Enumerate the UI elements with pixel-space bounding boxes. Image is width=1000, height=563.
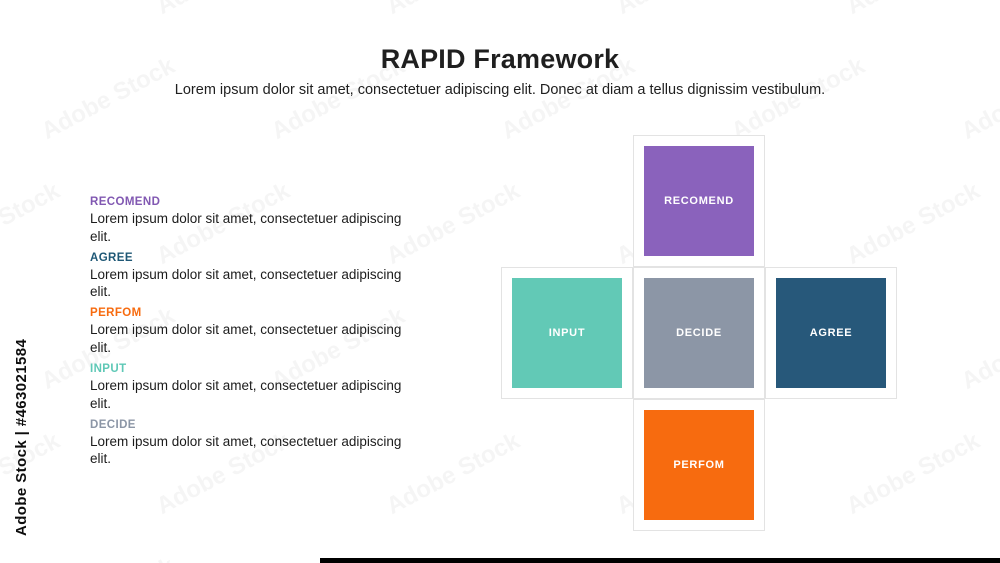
page-subtitle: Lorem ipsum dolor sit amet, consectetuer… [174,82,826,98]
legend-item-agree: AGREE Lorem ipsum dolor sit amet, consec… [90,252,402,302]
recomend-square-label: RECOMEND [664,195,734,207]
legend-item-perfom: PERFOM Lorem ipsum dolor sit amet, conse… [90,307,402,357]
legend-body-input: Lorem ipsum dolor sit amet, consectetuer… [90,377,402,411]
input-square-label: INPUT [548,327,586,339]
agree-square: AGREE [776,278,886,388]
bottom-black-bar [320,558,1000,563]
legend-list: RECOMEND Lorem ipsum dolor sit amet, con… [90,196,402,474]
legend-label-decide: DECIDE [90,418,136,431]
legend-body-recomend: Lorem ipsum dolor sit amet, consectetuer… [90,211,402,244]
legend-label-input: INPUT [90,362,127,375]
stock-id-text: Adobe Stock | #463021584 [13,338,30,536]
diagram-card-recomend: RECOMEND [633,135,765,267]
legend-item-recomend: RECOMEND Lorem ipsum dolor sit amet, con… [90,196,402,246]
input-square: INPUT [512,278,622,388]
legend-label-perfom: PERFOM [90,307,142,320]
decide-square: DECIDE [644,278,754,388]
recomend-square: RECOMEND [644,146,754,256]
perfom-square-label: PERFOM [673,459,725,471]
diagram-card-perfom: PERFOM [633,399,765,531]
agree-square-label: AGREE [809,327,853,339]
legend-label-agree: AGREE [90,251,133,264]
legend-label-recomend: RECOMEND [90,196,161,208]
decide-square-label: DECIDE [676,327,722,339]
diagram-card-agree: AGREE [765,267,897,399]
perfom-square: PERFOM [644,410,754,520]
legend-item-input: INPUT Lorem ipsum dolor sit amet, consec… [90,363,402,413]
legend-body-agree: Lorem ipsum dolor sit amet, consectetuer… [90,266,402,300]
legend-body-decide: Lorem ipsum dolor sit amet, consectetuer… [90,433,402,467]
header: RAPID Framework Lorem ipsum dolor sit am… [0,44,1000,98]
diagram-card-input: INPUT [501,267,633,399]
page-title: RAPID Framework [380,44,620,74]
legend-body-perfom: Lorem ipsum dolor sit amet, consectetuer… [90,322,402,356]
legend-item-decide: DECIDE Lorem ipsum dolor sit amet, conse… [90,419,402,469]
diagram-card-decide: DECIDE [633,267,765,399]
